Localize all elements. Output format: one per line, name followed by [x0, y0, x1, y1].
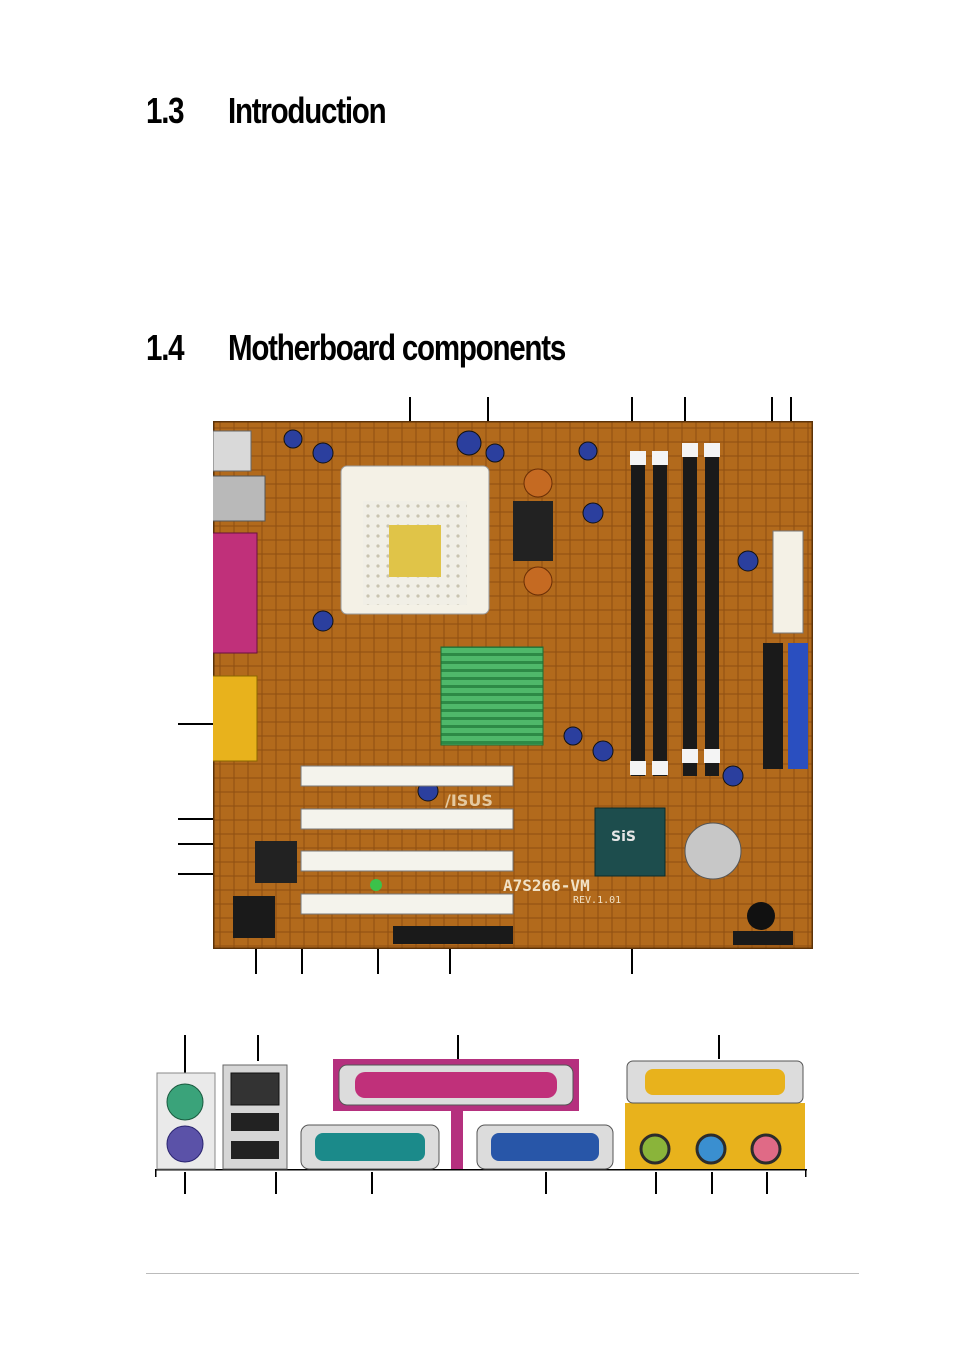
section-heading-motherboard-components: 1.4 Motherboard components [146, 327, 566, 369]
line-out-jack [695, 1133, 727, 1165]
pci-slot-2 [300, 808, 514, 830]
section-number: 1.4 [146, 327, 185, 368]
callout-line [718, 1035, 720, 1059]
callout-line [371, 1172, 373, 1194]
super-io-chip [255, 841, 297, 883]
callout-line [178, 843, 230, 845]
bios-chip [233, 896, 275, 938]
callout-line [275, 1172, 277, 1194]
callout-line [457, 1035, 459, 1059]
board-revision-label: REV.1.01 [573, 895, 621, 906]
ide-connector-secondary [763, 643, 783, 769]
front-panel-header [733, 931, 793, 945]
brand-label: /ISUS [445, 791, 493, 810]
callout-line [711, 1172, 713, 1194]
cmos-battery [684, 822, 742, 880]
callout-line [449, 932, 451, 974]
onboard-led [370, 879, 382, 891]
mic-jack [750, 1133, 782, 1165]
callout-line [766, 1172, 768, 1194]
board-model-label: A7S266-VM [503, 876, 590, 895]
section-title: Motherboard components [228, 327, 566, 368]
chipset-label: SiS [611, 829, 636, 845]
callout-line [184, 1035, 186, 1075]
callout-line [257, 1035, 259, 1061]
ps2-mouse-port [166, 1083, 204, 1121]
callout-line [631, 397, 633, 437]
pci-slot-1 [300, 765, 514, 787]
section-number: 1.3 [146, 90, 185, 131]
parallel-port [213, 532, 258, 654]
callout-line [184, 1172, 186, 1194]
callout-line [178, 818, 236, 820]
game-port [213, 675, 258, 762]
callout-line [684, 397, 686, 437]
rear-panel-connectors [155, 1059, 807, 1177]
motherboard-photo: SiS /ISUS A7S266-VM REV.1.01 [213, 421, 813, 949]
usb-lan-ports [213, 475, 266, 522]
callout-line [771, 397, 773, 437]
section-heading-introduction: 1.3 Introduction [146, 90, 387, 132]
line-in-jack [639, 1133, 671, 1165]
buzzer [747, 902, 775, 930]
usb-port-1 [231, 1113, 279, 1131]
dimm-slot-4 [705, 451, 719, 776]
southbridge-chip [594, 807, 666, 877]
ps2-keyboard-port [166, 1125, 204, 1163]
section-title: Introduction [228, 90, 387, 131]
ps2-ports [213, 430, 252, 472]
footer-rule [146, 1273, 859, 1274]
callout-line [655, 1172, 657, 1194]
northbridge-heatsink [440, 646, 544, 746]
callout-line [301, 935, 303, 974]
atx-power-connector [772, 530, 804, 634]
ide-connector-primary [788, 643, 808, 769]
floppy-connector [393, 926, 513, 944]
pci-slot-4 [300, 893, 514, 915]
dimm-slot-1 [631, 451, 645, 776]
dimm-slot-3 [683, 451, 697, 776]
pci-slot-3 [300, 850, 514, 872]
callout-line [545, 1172, 547, 1194]
usb-port-2 [231, 1141, 279, 1159]
lan-port [230, 1072, 280, 1106]
dimm-slot-2 [653, 451, 667, 776]
